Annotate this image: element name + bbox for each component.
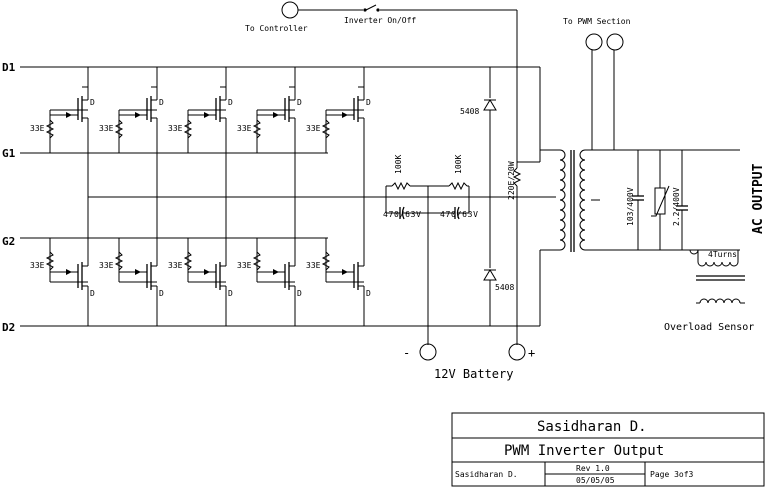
inverter-switch-label: Inverter On/Off <box>344 16 416 25</box>
bus-label-g1: G1 <box>2 147 16 160</box>
cap-103-label: 103/400V <box>626 187 635 226</box>
ac-output-label: AC OUTPUT <box>751 163 765 234</box>
top-mosfet-bank <box>45 67 365 197</box>
gate-resistor-label-top-1: 33E <box>30 124 45 133</box>
mosfet-bot-1 <box>45 238 89 326</box>
drain-label-top-5: D <box>366 98 371 107</box>
diode-label-bottom: 5408 <box>495 283 514 292</box>
gate-resistor-label-bot-2: 33E <box>99 261 114 270</box>
title-block-date: 05/05/05 <box>576 476 615 485</box>
mosfet-top-2 <box>114 67 158 197</box>
mosfet-bot-3 <box>183 238 227 326</box>
drain-label-top-1: D <box>90 98 95 107</box>
bus-label-d2: D2 <box>2 321 15 334</box>
snubber-cap-label-left: 470/63V <box>383 210 421 219</box>
title-block-page: Page 3of3 <box>650 470 694 479</box>
gate-resistor-label-top-5: 33E <box>306 124 321 133</box>
bus-label-g2: G2 <box>2 235 15 248</box>
mosfet-top-1 <box>45 67 89 197</box>
four-turns-label: 4Turns <box>708 250 737 259</box>
drain-label-top-4: D <box>297 98 302 107</box>
bus-label-d1: D1 <box>2 61 16 74</box>
gate-resistor-label-bot-1: 33E <box>30 261 45 270</box>
title-block-title: PWM Inverter Output <box>504 443 664 459</box>
bottom-mosfet-bank <box>45 197 365 326</box>
drain-label-bot-4: D <box>297 289 302 298</box>
title-block-author: Sasidharan D. <box>537 419 647 435</box>
protection-diodes <box>483 67 541 345</box>
drain-label-bot-2: D <box>159 289 164 298</box>
title-block <box>451 412 765 487</box>
output-transformer <box>539 33 740 326</box>
snubber-cap-label-right: 470/63V <box>440 210 478 219</box>
battery-label: 12V Battery <box>434 367 513 381</box>
power-resistor-label: 220E/20W <box>507 161 516 200</box>
snubber-network <box>385 181 470 345</box>
gate-resistor-label-top-4: 33E <box>237 124 252 133</box>
diode-label-top: 5408 <box>460 107 479 116</box>
battery-plus: + <box>528 346 535 360</box>
overload-sensor <box>689 249 745 304</box>
drain-label-bot-3: D <box>228 289 233 298</box>
mosfet-top-3 <box>183 67 227 197</box>
gate-resistor-label-bot-4: 33E <box>237 261 252 270</box>
cap-22-label: 2.2/400V <box>672 187 681 226</box>
overload-sensor-label: Overload Sensor <box>664 322 754 333</box>
drain-label-top-2: D <box>159 98 164 107</box>
to-pwm-label: To PWM Section <box>563 17 631 26</box>
snubber-resistor-label-right: 100K <box>454 155 463 174</box>
mosfet-bot-5 <box>321 197 365 326</box>
title-block-rev: Rev 1.0 <box>576 464 610 473</box>
mosfet-bot-4 <box>252 238 296 326</box>
drain-label-bot-5: D <box>366 289 371 298</box>
output-filter <box>632 150 688 250</box>
mosfet-top-5 <box>321 67 365 197</box>
drain-label-bot-1: D <box>90 289 95 298</box>
mosfet-top-4 <box>252 67 296 197</box>
title-block-author-small: Sasidharan D. <box>455 470 518 479</box>
mosfet-bot-2 <box>114 238 158 326</box>
gate-resistor-label-top-2: 33E <box>99 124 114 133</box>
snubber-resistor-label-left: 100K <box>394 155 403 174</box>
gate-resistor-label-bot-5: 33E <box>306 261 321 270</box>
gate-resistor-label-top-3: 33E <box>168 124 183 133</box>
gate-resistor-label-bot-3: 33E <box>168 261 183 270</box>
battery-terminals <box>419 343 526 361</box>
to-controller-label: To Controller <box>245 24 308 33</box>
battery-minus: - <box>403 346 410 360</box>
inverter-switch <box>281 1 518 162</box>
drain-label-top-3: D <box>228 98 233 107</box>
